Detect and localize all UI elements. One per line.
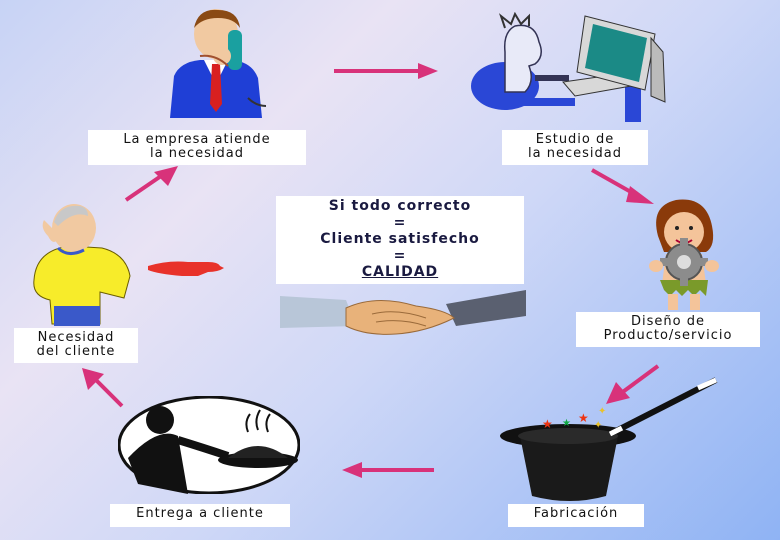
caveman-gear-icon	[636, 196, 732, 312]
step-diseno: Diseño de Producto/servicio	[576, 312, 760, 347]
quality-line4: =	[276, 248, 524, 265]
quality-message: Si todo correcto = Cliente satisfecho = …	[276, 196, 524, 284]
step-empresa-atiende: La empresa atiende la necesidad	[88, 130, 306, 165]
svg-text:★: ★	[542, 417, 553, 431]
step-estudio-line2: la necesidad	[502, 147, 648, 161]
arrow-right-icon	[334, 62, 438, 80]
step-necesidad-line2: del cliente	[14, 345, 138, 359]
step-estudio-line1: Estudio de	[502, 133, 648, 147]
step-diseno-line1: Diseño de	[576, 315, 760, 329]
step-empresa-line2: la necesidad	[88, 147, 306, 161]
step-empresa-line1: La empresa atiende	[88, 133, 306, 147]
step-diseno-line2: Producto/servicio	[576, 329, 760, 343]
quality-calidad: CALIDAD	[276, 264, 524, 281]
handshake-icon	[276, 286, 526, 340]
arrow-left-icon	[342, 461, 434, 479]
step-estudio: Estudio de la necesidad	[502, 130, 648, 165]
client-thinking-icon	[14, 200, 138, 326]
step-necesidad-line1: Necesidad	[14, 331, 138, 345]
step-fabricacion-label: Fabricación	[508, 507, 644, 521]
quality-line3: Cliente satisfecho	[276, 231, 524, 248]
arrow-up-left-icon	[80, 366, 126, 410]
businessman-phone-icon	[160, 6, 270, 118]
svg-text:★: ★	[562, 418, 571, 429]
arrow-down-left-icon	[604, 364, 660, 406]
svg-text:✦: ✦	[594, 420, 602, 431]
step-entrega-label: Entrega a cliente	[110, 507, 290, 521]
pointing-hand-icon	[148, 256, 226, 280]
computer-study-icon	[465, 12, 675, 124]
svg-text:✦: ✦	[598, 406, 606, 417]
step-necesidad: Necesidad del cliente	[14, 328, 138, 363]
quality-line1: Si todo correcto	[276, 198, 524, 215]
arrow-up-right-icon	[124, 164, 180, 202]
arrow-down-right-icon	[590, 166, 656, 206]
waiter-delivery-icon	[118, 396, 300, 494]
step-fabricacion: Fabricación	[508, 504, 644, 527]
step-entrega: Entrega a cliente	[110, 504, 290, 527]
quality-line2: =	[276, 215, 524, 232]
svg-text:★: ★	[578, 411, 589, 425]
